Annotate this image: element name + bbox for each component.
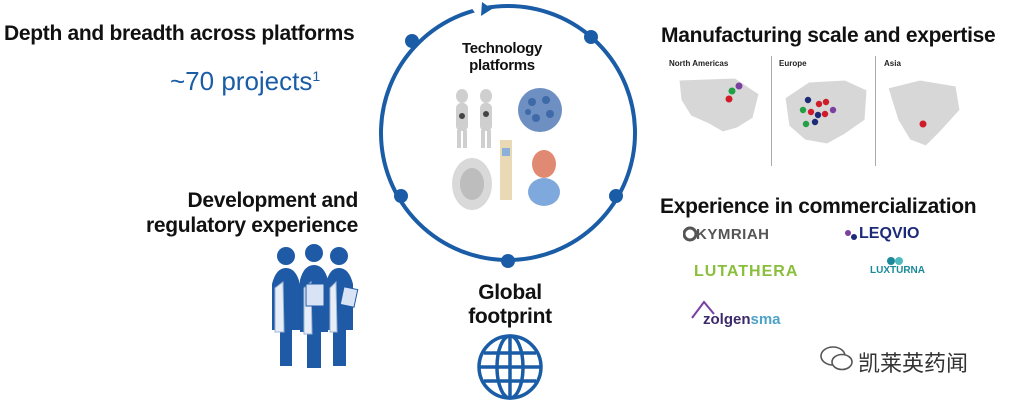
projects-count: ~70 projects1 bbox=[170, 66, 321, 96]
globe-icon bbox=[477, 334, 543, 400]
map-asia: Asia bbox=[880, 56, 966, 166]
commercialization-heading: Experience in commercialization bbox=[660, 195, 977, 218]
cycle-ring bbox=[379, 2, 637, 268]
manufacturing-heading: Manufacturing scale and expertise bbox=[661, 24, 996, 47]
leqvio-logo-icon bbox=[845, 230, 857, 240]
technology-images bbox=[452, 88, 562, 210]
kymriah-logo-icon bbox=[683, 226, 697, 242]
map-europe: Europe bbox=[775, 56, 876, 166]
platforms-heading: Depth and breadth across platforms bbox=[4, 22, 355, 45]
watermark-text: 凯莱英药闻 bbox=[858, 351, 969, 376]
wechat-icon bbox=[820, 346, 853, 371]
zolgensma-logo-icon bbox=[691, 300, 715, 319]
brand-kymriah: KYMRIAH bbox=[696, 226, 770, 243]
luxturna-logo-icon bbox=[887, 257, 903, 265]
brand-luxturna: LUXTURNA bbox=[870, 265, 925, 276]
brand-zolgensma: zolgensma bbox=[703, 311, 781, 328]
brand-lutathera: LUTATHERA bbox=[694, 263, 799, 280]
scientists-icon bbox=[272, 244, 359, 368]
map-north-americas: North Americas bbox=[665, 56, 772, 166]
cycle-arrow-icon bbox=[481, 2, 492, 16]
brand-leqvio: LEQVIO bbox=[859, 225, 920, 242]
